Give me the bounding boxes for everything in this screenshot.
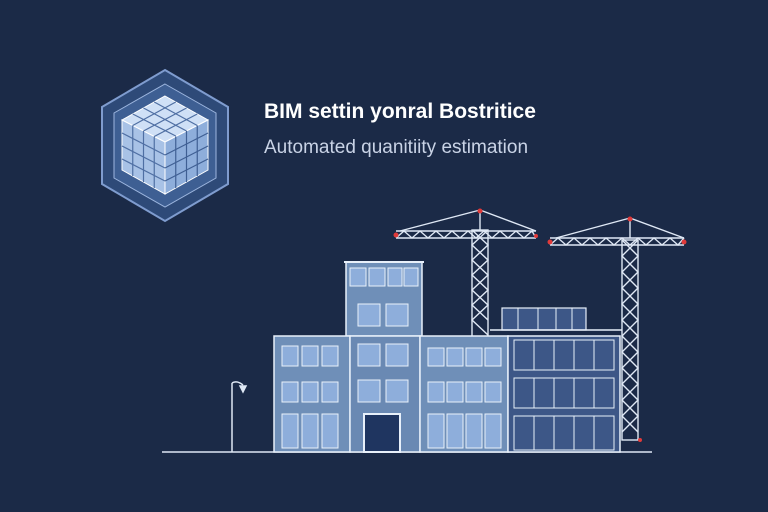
building-blueprint-icon [273, 261, 622, 453]
building-entrance [363, 413, 401, 453]
tower-crane-icon [395, 209, 685, 441]
street-lamp-icon [231, 381, 248, 452]
bim-cube-logo-icon [101, 68, 229, 223]
crane-warning-lights [393, 208, 687, 442]
hero-title: BIM settin yonral Bostritice [264, 100, 536, 123]
hero-subtitle: Automated quanitiity estimation [264, 137, 529, 158]
